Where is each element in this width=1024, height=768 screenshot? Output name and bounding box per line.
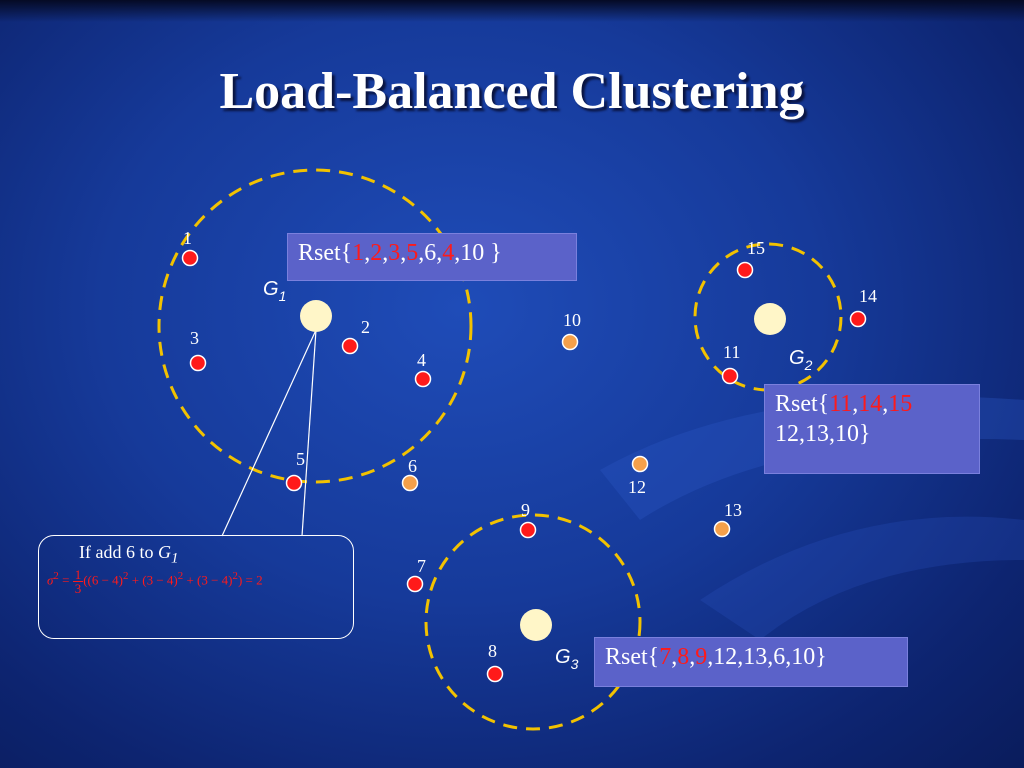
rset-box-g3: Rset{7,8,9,12,13,6,10} bbox=[594, 637, 908, 687]
node-2 bbox=[341, 337, 359, 355]
node-label-7: 7 bbox=[417, 556, 426, 576]
node-9 bbox=[519, 521, 537, 539]
node-10 bbox=[561, 333, 579, 351]
gateway-g1 bbox=[300, 300, 332, 332]
gateway-g2 bbox=[754, 303, 786, 335]
background-swoosh-2 bbox=[700, 516, 1024, 640]
node-label-2: 2 bbox=[361, 317, 370, 337]
node-5 bbox=[285, 474, 303, 492]
slide-title: Load-Balanced Clustering bbox=[219, 63, 805, 120]
node-label-13: 13 bbox=[724, 500, 742, 520]
gateway-label-g2: G2 bbox=[789, 347, 813, 373]
node-3 bbox=[189, 354, 207, 372]
node-label-14: 14 bbox=[859, 286, 877, 306]
callout-title: If add 6 to G1 bbox=[79, 542, 179, 567]
node-6 bbox=[401, 474, 419, 492]
gateway-label-g1: G1 bbox=[263, 278, 286, 304]
node-13 bbox=[713, 520, 731, 538]
node-8 bbox=[486, 665, 504, 683]
node-label-3: 3 bbox=[190, 328, 199, 348]
gateway-g3 bbox=[520, 609, 552, 641]
cluster-circle-g1 bbox=[157, 168, 473, 484]
cluster-circle-g2 bbox=[693, 242, 843, 392]
node-7 bbox=[406, 575, 424, 593]
node-label-9: 9 bbox=[521, 500, 530, 520]
node-label-4: 4 bbox=[417, 350, 426, 370]
node-12 bbox=[631, 455, 649, 473]
node-label-1: 1 bbox=[183, 228, 192, 248]
gateway-label-g3: G3 bbox=[555, 646, 579, 672]
cluster-circle-g3 bbox=[424, 513, 642, 731]
node-1 bbox=[181, 249, 199, 267]
node-11 bbox=[721, 367, 739, 385]
node-label-5: 5 bbox=[296, 449, 305, 469]
callout-pointer-line bbox=[221, 329, 317, 537]
node-label-15: 15 bbox=[747, 238, 765, 258]
rset-box-g1: Rset{1,2,3,5,6,4,10 } bbox=[287, 233, 577, 281]
callout-pointer-line-2 bbox=[301, 329, 317, 537]
node-label-11: 11 bbox=[723, 342, 740, 362]
node-label-8: 8 bbox=[488, 641, 497, 661]
node-4 bbox=[414, 370, 432, 388]
rset-box-g2: Rset{11,14,15 12,13,10} bbox=[764, 384, 980, 474]
node-15 bbox=[736, 261, 754, 279]
node-label-6: 6 bbox=[408, 456, 417, 476]
node-label-12: 12 bbox=[628, 477, 646, 497]
node-label-10: 10 bbox=[563, 310, 581, 330]
top-shadow-bar bbox=[0, 0, 1024, 22]
node-14 bbox=[849, 310, 867, 328]
